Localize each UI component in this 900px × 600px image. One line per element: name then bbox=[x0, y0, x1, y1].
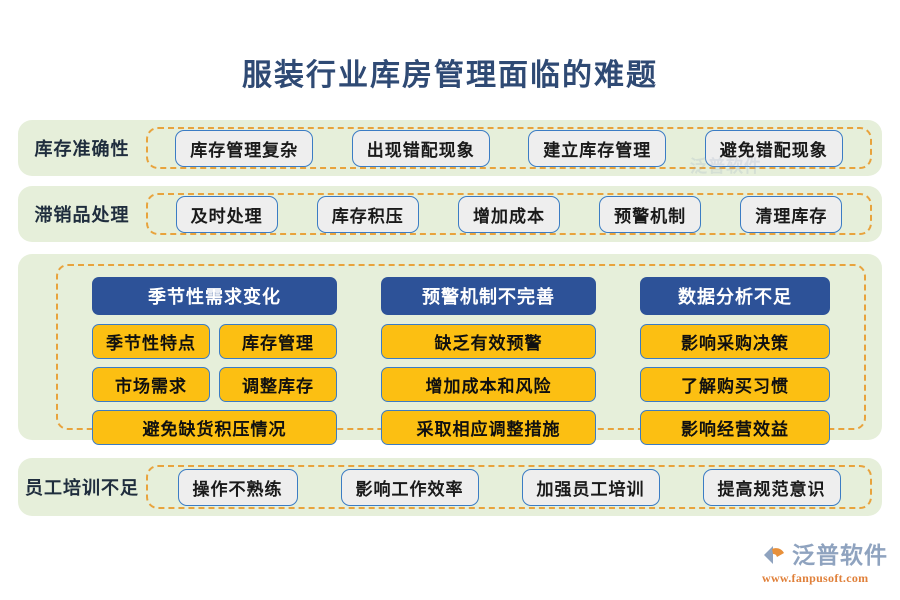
chip-item[interactable]: 避免缺货积压情况 bbox=[92, 410, 337, 445]
chip-item[interactable]: 了解购买习惯 bbox=[640, 367, 830, 402]
items-group-inventory-accuracy: 库存管理复杂 出现错配现象 建立库存管理 避免错配现象 bbox=[146, 127, 872, 169]
logo-url: www.fanpusoft.com bbox=[762, 571, 869, 585]
chip-item[interactable]: 调整库存 bbox=[219, 367, 337, 402]
column-header[interactable]: 季节性需求变化 bbox=[92, 277, 337, 315]
logo-text: 泛普软件 bbox=[792, 542, 888, 568]
section-label-staff-training: 员工培训不足 bbox=[25, 478, 139, 498]
chip-item[interactable]: 缺乏有效预警 bbox=[381, 324, 596, 359]
item-pill[interactable]: 出现错配现象 bbox=[351, 129, 490, 167]
section-core-challenges: 季节性需求变化 季节性特点 库存管理 市场需求 调整库存 避免缺货积压情况 预警… bbox=[18, 254, 882, 445]
item-pill[interactable]: 提高规范意识 bbox=[702, 468, 841, 506]
item-pill[interactable]: 操作不熟练 bbox=[177, 468, 298, 506]
column-header[interactable]: 数据分析不足 bbox=[640, 277, 830, 315]
item-pill[interactable]: 建立库存管理 bbox=[528, 129, 667, 167]
chip-item[interactable]: 影响采购决策 bbox=[640, 324, 830, 359]
chip-item[interactable]: 库存管理 bbox=[219, 324, 337, 359]
item-pill[interactable]: 库存积压 bbox=[316, 195, 419, 233]
chip-item[interactable]: 市场需求 bbox=[92, 367, 210, 402]
chip-item[interactable]: 采取相应调整措施 bbox=[381, 410, 596, 445]
chip-item[interactable]: 增加成本和风险 bbox=[381, 367, 596, 402]
item-pill[interactable]: 增加成本 bbox=[457, 195, 560, 233]
section-inventory-accuracy: 库存准确性 库存管理复杂 出现错配现象 建立库存管理 避免错配现象 bbox=[18, 120, 882, 176]
core-challenges-columns: 季节性需求变化 季节性特点 库存管理 市场需求 调整库存 避免缺货积压情况 预警… bbox=[56, 264, 866, 445]
chip-item[interactable]: 影响经营效益 bbox=[640, 410, 830, 445]
page-title: 服装行业库房管理面临的难题 bbox=[242, 59, 658, 92]
section-label-slow-moving-goods: 滞销品处理 bbox=[34, 205, 130, 225]
items-group-staff-training: 操作不熟练 影响工作效率 加强员工培训 提高规范意识 bbox=[146, 465, 872, 509]
section-label-inventory-accuracy: 库存准确性 bbox=[34, 139, 130, 159]
column-header[interactable]: 预警机制不完善 bbox=[381, 277, 596, 315]
item-pill[interactable]: 影响工作效率 bbox=[340, 468, 479, 506]
items-group-slow-moving-goods: 及时处理 库存积压 增加成本 预警机制 清理库存 bbox=[146, 193, 872, 235]
fanpu-logo-icon bbox=[762, 542, 788, 568]
brand-logo: 泛普软件 www.fanpusoft.com bbox=[762, 542, 888, 590]
item-pill[interactable]: 加强员工培训 bbox=[521, 468, 660, 506]
item-pill[interactable]: 库存管理复杂 bbox=[175, 129, 314, 167]
item-pill[interactable]: 及时处理 bbox=[175, 195, 278, 233]
chip-row: 季节性特点 库存管理 bbox=[92, 324, 337, 367]
column-seasonal-demand: 季节性需求变化 季节性特点 库存管理 市场需求 调整库存 避免缺货积压情况 bbox=[92, 277, 337, 453]
column-data-analysis: 数据分析不足 影响采购决策 了解购买习惯 影响经营效益 bbox=[640, 277, 830, 453]
item-pill[interactable]: 避免错配现象 bbox=[704, 129, 843, 167]
section-slow-moving-goods: 滞销品处理 及时处理 库存积压 增加成本 预警机制 清理库存 bbox=[18, 186, 882, 242]
section-staff-training: 员工培训不足 操作不熟练 影响工作效率 加强员工培训 提高规范意识 bbox=[18, 458, 882, 516]
item-pill[interactable]: 清理库存 bbox=[740, 195, 843, 233]
logo-row: 泛普软件 bbox=[762, 542, 888, 568]
column-alert-mechanism: 预警机制不完善 缺乏有效预警 增加成本和风险 采取相应调整措施 bbox=[381, 277, 596, 453]
chip-row: 市场需求 调整库存 bbox=[92, 367, 337, 410]
chip-item[interactable]: 季节性特点 bbox=[92, 324, 210, 359]
item-pill[interactable]: 预警机制 bbox=[599, 195, 702, 233]
